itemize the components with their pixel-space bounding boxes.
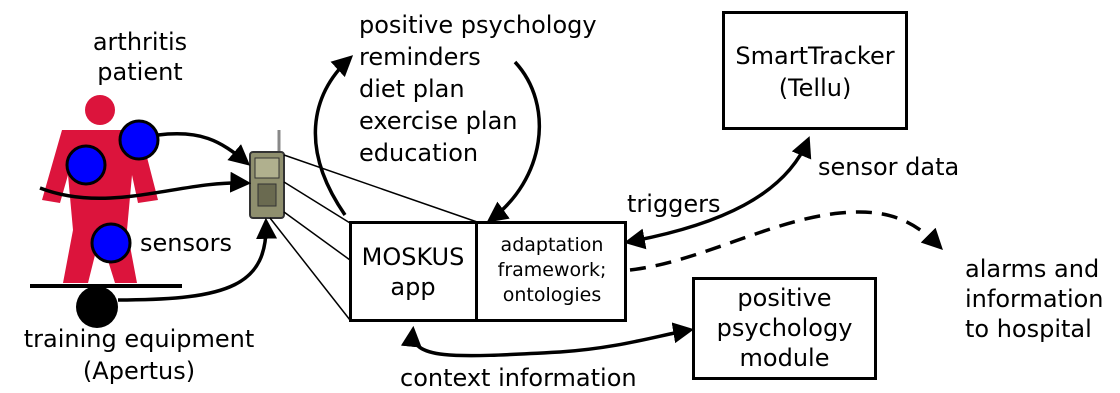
sensor-data-label: sensor data [818,153,960,181]
pp-module-line2: psychology [716,314,853,342]
smarttracker-label: SmartTracker (Tellu) [725,40,905,104]
patient-label-line2: patient [97,58,183,86]
moskus-app-box [349,221,627,322]
alarms-line1: alarms and [965,255,1100,283]
sensor-arrows [39,131,278,302]
smarttracker-line2: (Tellu) [778,74,852,102]
positive-psychology-module-label: positive psychology module [695,283,874,373]
moskus-app-label: MOSKUS app [352,242,474,302]
content-item: positive psychology [359,11,597,39]
moskus-app-line1: MOSKUS [361,243,465,271]
training-equipment-line2: (Apertus) [82,357,196,385]
smarttracker-box [722,11,908,130]
smarttracker-line1: SmartTracker [735,42,895,70]
sensors-label: sensors [140,229,233,257]
content-loop-arrows [313,55,542,223]
arrow-alarms-dashed [629,210,943,272]
training-equipment-icon [76,286,118,328]
patient-head [85,95,115,125]
alarms-line3: to hospital [965,315,1092,343]
arrow-triggers-sensor-data [623,136,812,250]
device-app-links [269,154,481,321]
adaptation-framework-label: adaptation framework; ontologies [479,233,625,308]
sensor-nodes [65,119,160,264]
adaptation-line2: framework; [497,259,607,281]
training-equipment-label: training equipment (Apertus) [8,323,270,387]
alarms-label: alarms and information to hospital [965,254,1104,344]
moskus-app-line2: app [390,273,436,301]
app-box-divider [475,221,478,322]
triggers-label: triggers [627,190,721,218]
alarms-line2: information [965,285,1104,313]
training-equipment-line1: training equipment [23,325,255,353]
pp-module-line3: module [739,344,830,372]
positive-psychology-module-box [692,277,877,380]
sensor-node [90,222,132,264]
context-information-label: context information [400,364,637,392]
content-item: diet plan [359,75,465,103]
sensor-node [65,144,107,186]
arrow-sensor-middle [39,171,252,201]
arrow-content-to-adaptation [486,60,542,223]
arrow-sensor-top [157,131,251,166]
patient-label-line1: arthritis [92,28,188,56]
pp-module-line1: positive [737,284,832,312]
content-item: exercise plan [359,107,518,135]
content-item: reminders [359,43,481,71]
patient-label: arthritis patient [60,27,220,87]
mobile-device-icon [249,130,285,219]
adaptation-line1: adaptation [500,234,604,256]
arrow-context-information [400,322,695,358]
content-item: education [359,139,479,167]
adaptation-line3: ontologies [502,284,602,306]
arrow-equipment [117,217,278,302]
content-list: positive psychology reminders diet plan … [359,9,597,169]
arrow-app-to-content [313,55,354,216]
sensor-node [118,119,160,161]
